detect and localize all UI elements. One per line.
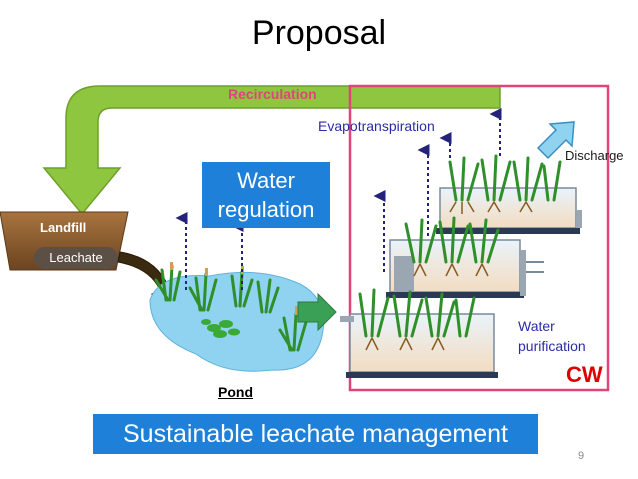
cw-reeds <box>358 154 562 338</box>
page-title: Proposal <box>251 14 387 52</box>
recirculation-arrow-icon <box>42 85 501 216</box>
cw-tank-upper <box>436 187 582 234</box>
evaporation-arrows-pond <box>175 212 244 290</box>
summary-banner: Sustainable leachate management <box>93 414 538 454</box>
landfill-label: Landfill <box>40 220 87 235</box>
cw-label: CW <box>566 362 603 387</box>
pond-water-plants <box>201 319 240 338</box>
evapotranspiration-label: Evapotranspiration <box>318 118 435 134</box>
page-number: 9 <box>578 450 585 462</box>
cw-highlight-box <box>348 84 610 392</box>
pond-outflow-arrow-icon <box>297 292 337 332</box>
cw-tank-middle <box>386 239 544 298</box>
water-purification-label: Water purification <box>518 318 586 354</box>
cw-reed-roots <box>365 201 533 351</box>
water-regulation-label: Water regulation <box>202 162 330 228</box>
pond-label: Pond <box>218 384 253 400</box>
discharge-label: Discharge <box>565 148 624 163</box>
recirculation-label: Recirculation <box>228 86 317 102</box>
discharge-arrow-icon <box>536 121 575 160</box>
evapotranspiration-arrows <box>373 108 502 272</box>
leachate-label: Leachate <box>34 247 118 269</box>
